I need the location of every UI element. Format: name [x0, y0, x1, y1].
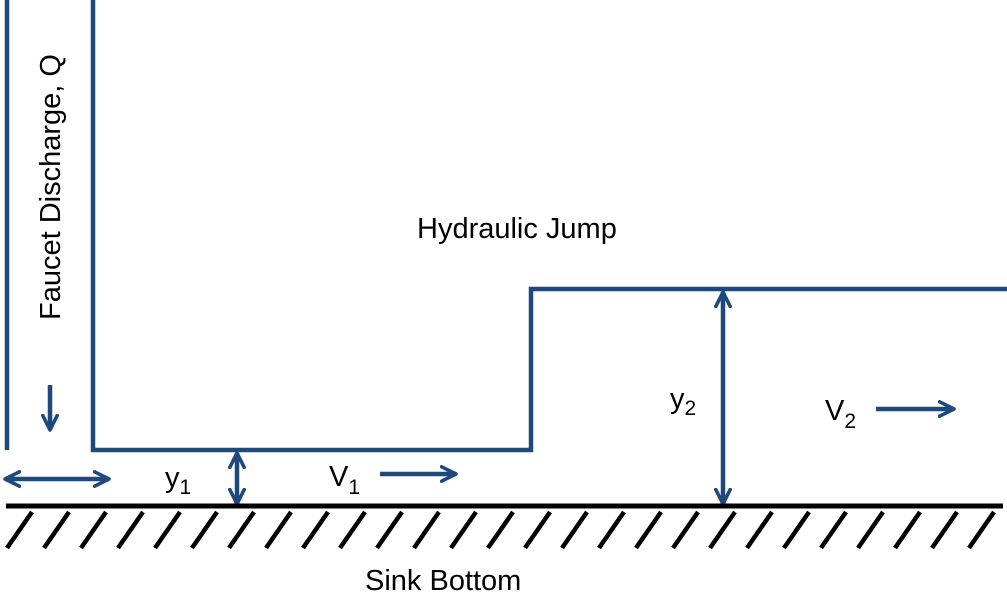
hatch-mark: [42, 510, 71, 550]
hatch-mark: [116, 510, 145, 550]
hatch-mark: [967, 510, 996, 550]
hatch-mark: [856, 510, 885, 550]
hatch-mark: [523, 510, 552, 550]
hydraulic-jump-label: Hydraulic Jump: [417, 213, 617, 245]
v2-label: V2: [825, 395, 856, 433]
v1-sub: 1: [348, 476, 360, 499]
hatch-mark: [5, 510, 34, 550]
hatch-mark: [153, 510, 182, 550]
hatch-mark: [412, 510, 441, 550]
y2-sub: 2: [685, 397, 697, 420]
v2-base: V: [825, 395, 845, 427]
hatch-mark: [671, 510, 700, 550]
y2-label: y2: [670, 383, 696, 420]
hatch-mark: [560, 510, 589, 550]
ground-hatching: [5, 510, 996, 550]
hatch-mark: [338, 510, 367, 550]
hatch-mark: [486, 510, 515, 550]
hatch-mark: [745, 510, 774, 550]
hatch-mark: [930, 510, 959, 550]
v1-label: V1: [329, 461, 360, 499]
hatch-mark: [264, 510, 293, 550]
v1-base: V: [329, 461, 349, 493]
y1-base: y: [165, 462, 180, 494]
hatch-mark: [301, 510, 330, 550]
hatch-mark: [79, 510, 108, 550]
hatch-mark: [375, 510, 404, 550]
v2-sub: 2: [844, 410, 856, 433]
y1-label: y1: [165, 462, 191, 499]
sink-bottom-label: Sink Bottom: [365, 565, 521, 594]
water-surface-profile: [90, 0, 1007, 453]
hatch-mark: [782, 510, 811, 550]
hatch-mark: [449, 510, 478, 550]
hatch-mark: [227, 510, 256, 550]
hatch-mark: [819, 510, 848, 550]
hatch-mark: [893, 510, 922, 550]
hatch-mark: [597, 510, 626, 550]
hatch-mark: [190, 510, 219, 550]
faucet-discharge-label: Faucet Discharge, Q: [35, 54, 67, 320]
y1-sub: 1: [180, 476, 192, 499]
hatch-mark: [634, 510, 663, 550]
hatch-mark: [708, 510, 737, 550]
y2-base: y: [670, 383, 685, 415]
